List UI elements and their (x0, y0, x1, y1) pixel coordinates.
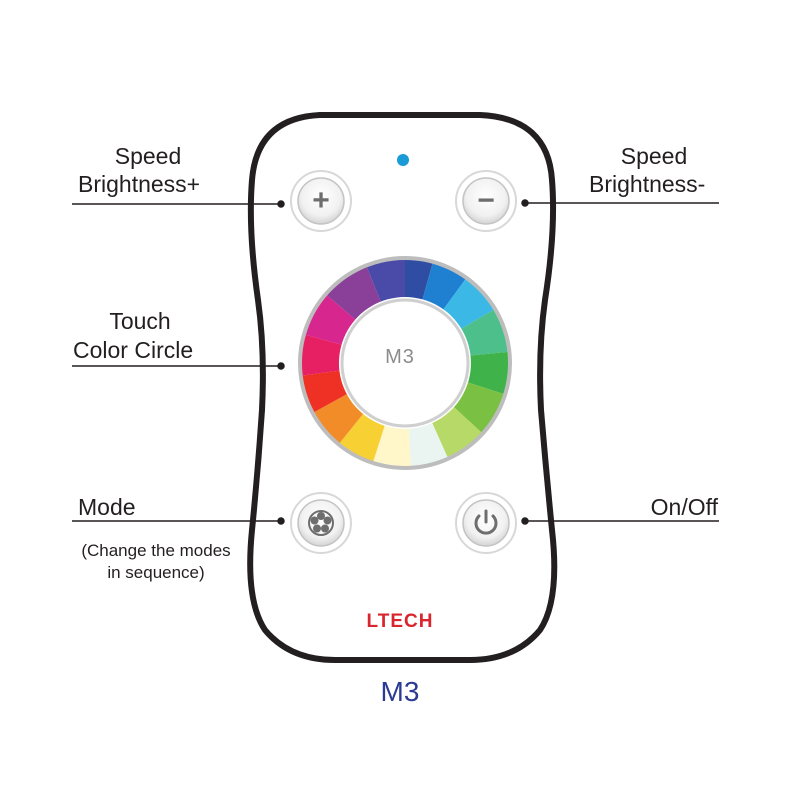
led-indicator (397, 154, 409, 166)
label-mode-note-1: (Change the modes (81, 541, 231, 560)
label-onoff: On/Off (650, 494, 718, 520)
brand-logo: LTECH (366, 611, 434, 632)
model-caption: M3 (380, 676, 420, 707)
label-touch: Touch (109, 308, 171, 334)
label-mode: Mode (78, 494, 136, 520)
ring-center-model: M3 (385, 346, 415, 368)
minus-icon: − (477, 184, 495, 217)
power-icon (474, 509, 498, 535)
label-brightness-minus: Brightness- (589, 171, 706, 197)
mode-button[interactable] (290, 492, 352, 554)
speed-brightness-plus-button[interactable] (290, 170, 352, 232)
plus-icon: + (312, 184, 330, 217)
power-button[interactable] (455, 492, 517, 554)
speed-brightness-minus-button[interactable] (455, 170, 517, 232)
label-color-circle: Color Circle (73, 337, 194, 363)
mode-icon (308, 510, 334, 536)
label-mode-note-2: in sequence) (107, 563, 205, 582)
label-speed-left: Speed (114, 143, 182, 169)
label-brightness-plus: Brightness+ (78, 171, 201, 197)
label-speed-right: Speed (620, 143, 688, 169)
